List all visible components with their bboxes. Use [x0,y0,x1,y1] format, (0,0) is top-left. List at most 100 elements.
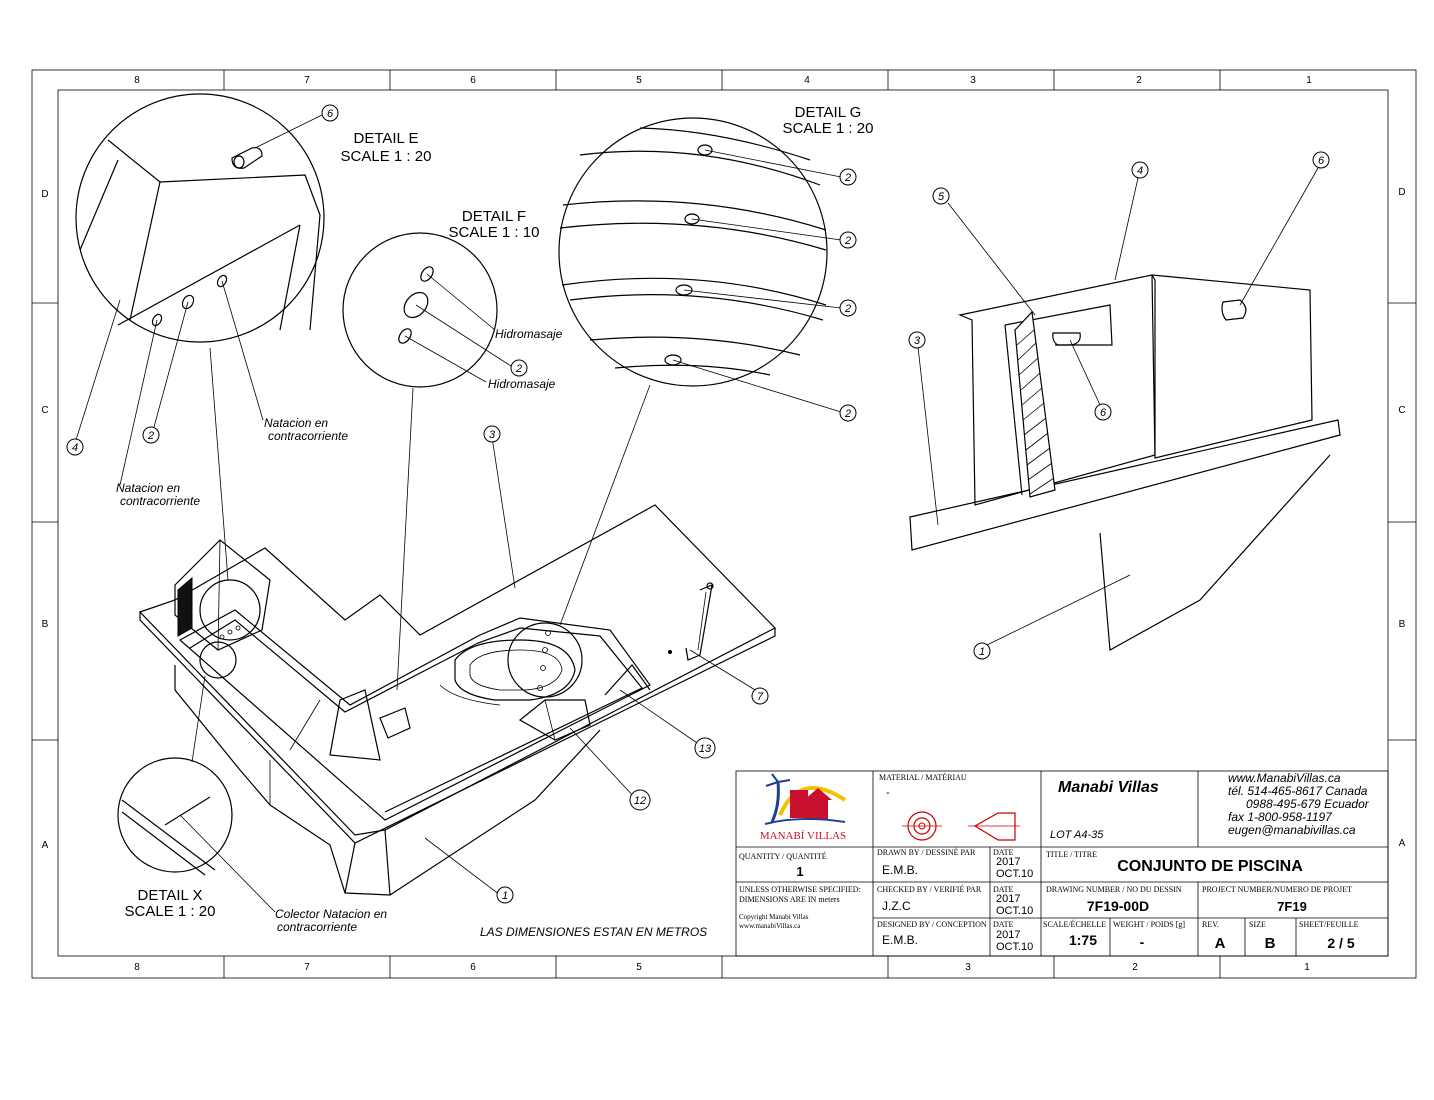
row-label: A [1399,838,1406,849]
outer-frame [31,69,1417,979]
material-value: - [886,787,890,799]
rev-label: REV. [1202,920,1219,929]
row-label: C [41,405,48,416]
date-label: DATE [993,885,1014,894]
balloon-label: 4 [72,442,78,454]
balloon-label: 6 [1100,407,1107,419]
balloon-label: 5 [938,191,945,203]
zone-ticks [32,70,1416,978]
copyright-2: www.manabiVillas.ca [739,922,801,930]
date-year: 2017 [996,929,1020,941]
balloon-label: 2 [515,363,522,375]
col-label: 7 [304,75,310,86]
balloon-label: 2 [844,408,851,420]
row-label: D [1398,187,1405,198]
inner-frame [57,89,1389,957]
natacion-label-1: Natacion en [264,416,328,430]
col-label: 1 [1306,75,1312,86]
checked-by-value: J.Z.C [882,899,911,913]
designed-by-label: DESIGNED BY / CONCEPTION [877,920,987,929]
natacion-label-2: contracorriente [120,494,200,508]
detail-x-scale: SCALE 1 : 20 [125,903,216,920]
weight-value: - [1140,934,1145,950]
pool-assembly [138,347,776,896]
detail-e-scale: SCALE 1 : 20 [341,148,432,165]
contact-line: eugen@manabivillas.ca [1228,823,1356,837]
hidromasaje-label: Hidromasaje [495,327,563,341]
col-label: 3 [965,962,971,973]
contact-line: tél. 514-465-8617 Canada [1228,784,1368,798]
scale-label: SCALE/ÉCHELLE [1043,919,1106,929]
detail-f-circle [342,232,498,388]
col-label: 1 [1304,962,1310,973]
detail-f: DETAIL F SCALE 1 : 10 Hidromasaje Hidrom… [342,208,563,691]
balloon-label: 1 [502,890,508,902]
row-label: A [42,840,49,851]
col-label: 6 [470,75,476,86]
title-block: MANABÍ VILLAS MATERIAL / MATÉRIAU - Mana… [735,770,1389,957]
col-label: 8 [134,962,140,973]
balloon-label: 12 [634,795,646,807]
balloon-label: 4 [1137,165,1143,177]
col-label: 2 [1132,962,1138,973]
date-day: OCT.10 [996,905,1033,917]
col-label: 8 [134,75,140,86]
detail-e-leaders: Natacion en contracorriente Natacion en … [75,280,348,508]
drawn-by-label: DRAWN BY / DESSINÉ PAR [877,847,976,857]
row-label: D [41,189,48,200]
company-name: Manabi Villas [1058,779,1159,796]
logo-text: MANABÍ VILLAS [760,830,846,842]
row-labels: D C B A D C B A [41,187,1405,851]
detail-g-circle [558,117,828,387]
detail-e: DETAIL E SCALE 1 : 20 [75,93,432,343]
balloon-label: 2 [844,235,851,247]
col-label: 6 [470,962,476,973]
balloon-label: 6 [1318,155,1325,167]
drawing-title: CONJUNTO DE PISCINA [1117,858,1303,875]
size-value: B [1265,935,1276,952]
balloon-label: 6 [327,108,334,120]
unless-note-1: UNLESS OTHERWISE SPECIFIED: [739,885,861,894]
balloon-label: 2 [844,172,851,184]
balloon-label: 13 [699,743,712,755]
balloon-label: 2 [844,303,851,315]
contact-line: www.ManabiVillas.ca [1228,771,1341,785]
balloon-label: 3 [914,335,921,347]
drawn-by-value: E.M.B. [882,863,918,877]
detail-g-title: DETAIL G [795,104,862,121]
column-labels-bottom: 8 7 6 5 3 2 1 [134,962,1310,973]
col-label: 7 [304,962,310,973]
drawing-number: 7F19-00D [1087,898,1149,914]
col-label: 4 [804,75,810,86]
date-year: 2017 [996,856,1020,868]
detail-e-circle [75,93,325,343]
contact-info: www.ManabiVillas.ca tél. 514-465-8617 Ca… [1228,771,1370,837]
balloon-label: 1 [979,646,985,658]
row-label: C [1398,405,1405,416]
projection-symbol [902,811,1020,841]
size-label: SIZE [1249,920,1266,929]
scale-value: 1:75 [1069,932,1097,948]
balloon-label: 3 [489,429,496,441]
weight-label: WEIGHT / POIDS [g] [1113,920,1185,929]
date-label: DATE [993,848,1014,857]
lot-number: LOT A4-35 [1050,829,1104,841]
balloons: 6 4 2 2 2 2 2 2 3 7 13 12 1 5 4 6 3 6 1 [66,104,1330,904]
detail-e-title: DETAIL E [353,130,418,147]
right-view [909,167,1341,651]
rev-value: A [1215,935,1226,952]
row-label: B [1399,619,1406,630]
quantity-label: QUANTITY / QUANTITÉ [739,851,827,861]
colector-label-2: contracorriente [277,920,357,934]
title-label: TITLE / TITRE [1046,850,1097,859]
balloon-label: 7 [757,691,764,703]
detail-f-scale: SCALE 1 : 10 [449,224,540,241]
project-number: 7F19 [1277,899,1307,914]
contact-line: 0988-495-679 Ecuador [1246,797,1370,811]
detail-f-title: DETAIL F [462,208,526,225]
col-label: 2 [1136,75,1142,86]
date-day: OCT.10 [996,941,1033,953]
contact-line: fax 1-800-958-1197 [1228,810,1333,824]
col-label: 5 [636,75,642,86]
